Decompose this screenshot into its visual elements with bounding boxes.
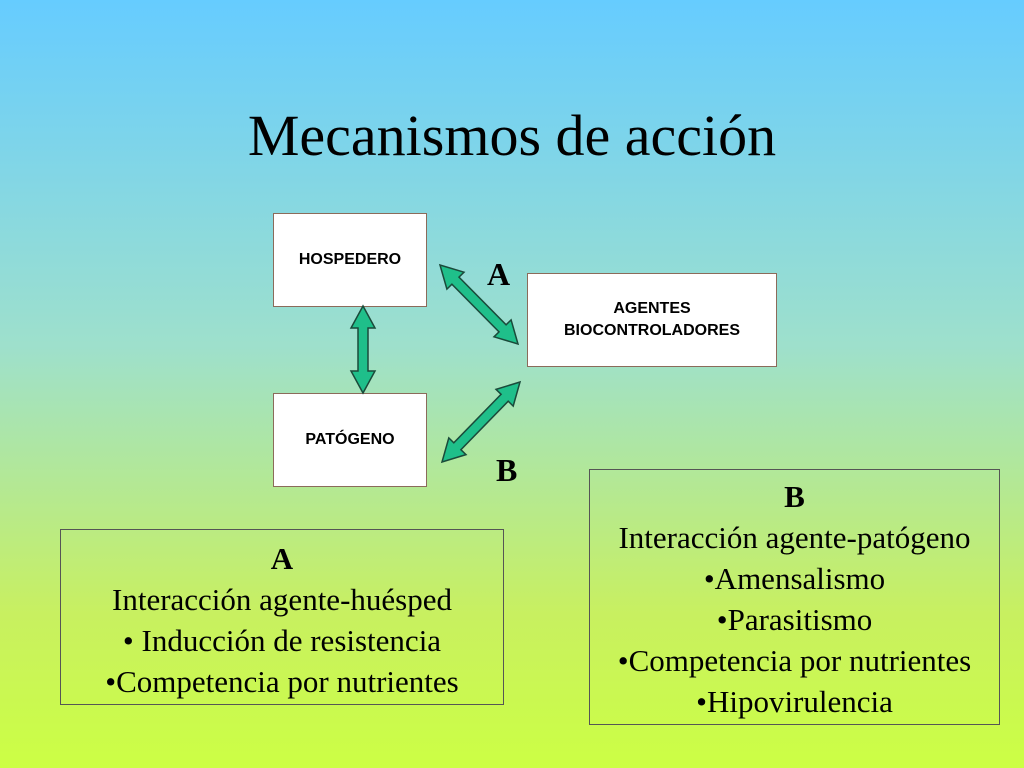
box-b-line: Interacción agente-patógeno (618, 520, 971, 555)
label-a: A (487, 256, 511, 292)
node-agentes-label-line2: BIOCONTROLADORES (564, 322, 740, 339)
node-hospedero-label: HOSPEDERO (298, 251, 402, 268)
node-patogeno: PATÓGENO (273, 393, 427, 487)
box-b: B Interacción agente-patógeno •Amensalis… (589, 469, 1000, 725)
node-agentes-biocontroladores: AGENTES BIOCONTROLADORES (527, 273, 777, 367)
node-patogeno-label: PATÓGENO (305, 431, 395, 448)
box-b-line: •Parasitismo (716, 602, 873, 637)
arrow-patogeno-agentes (440, 380, 522, 464)
box-a: A Interacción agente-huésped • Inducción… (60, 529, 504, 705)
box-a-heading: A (270, 541, 294, 576)
box-a-line: Interacción agente-huésped (112, 582, 452, 617)
arrow-hospedero-agentes (438, 263, 520, 346)
box-b-line: •Competencia por nutrientes (617, 643, 972, 678)
box-a-line: • Inducción de resistencia (122, 623, 442, 658)
box-a-line: •Competencia por nutrientes (105, 664, 459, 699)
box-b-heading: B (784, 479, 805, 514)
slide-title: Mecanismos de acción (247, 103, 777, 168)
box-b-line: •Hipovirulencia (696, 684, 893, 719)
node-hospedero: HOSPEDERO (273, 213, 427, 307)
label-b: B (496, 452, 518, 488)
node-agentes-label-line1: AGENTES (613, 300, 691, 317)
box-b-line: •Amensalismo (703, 561, 886, 596)
arrow-hospedero-patogeno (349, 304, 377, 395)
